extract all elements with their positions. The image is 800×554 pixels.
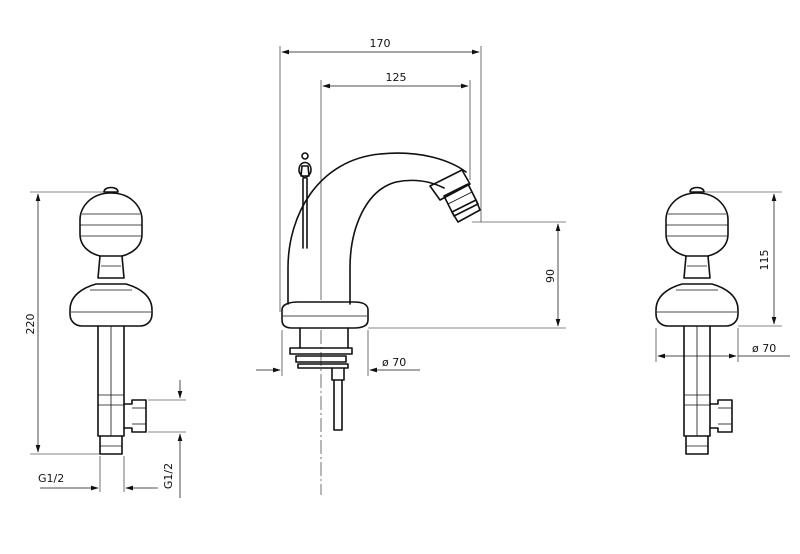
center-spout xyxy=(281,152,481,495)
left-valve xyxy=(69,186,153,455)
dim-base-diameter-center: ø 70 xyxy=(382,356,406,369)
right-valve-dimensions: 115 ø 70 xyxy=(655,191,790,362)
dim-base-diameter-right: ø 70 xyxy=(752,342,776,355)
dim-connection-left-side: G1/2 xyxy=(162,463,175,489)
dim-spout-reach: 125 xyxy=(386,71,407,84)
left-valve-dimensions: 220 G1/2 G1/2 xyxy=(24,191,186,498)
dim-connection-left-bottom: G1/2 xyxy=(38,472,64,485)
right-valve xyxy=(655,186,739,455)
dim-spout-height: 90 xyxy=(544,269,557,283)
center-spout-dimensions: 170 125 90 ø 70 xyxy=(256,37,566,376)
dim-valve-height-right: 115 xyxy=(758,250,771,271)
dim-total-width: 170 xyxy=(370,37,391,50)
dim-valve-height-left: 220 xyxy=(24,314,37,335)
